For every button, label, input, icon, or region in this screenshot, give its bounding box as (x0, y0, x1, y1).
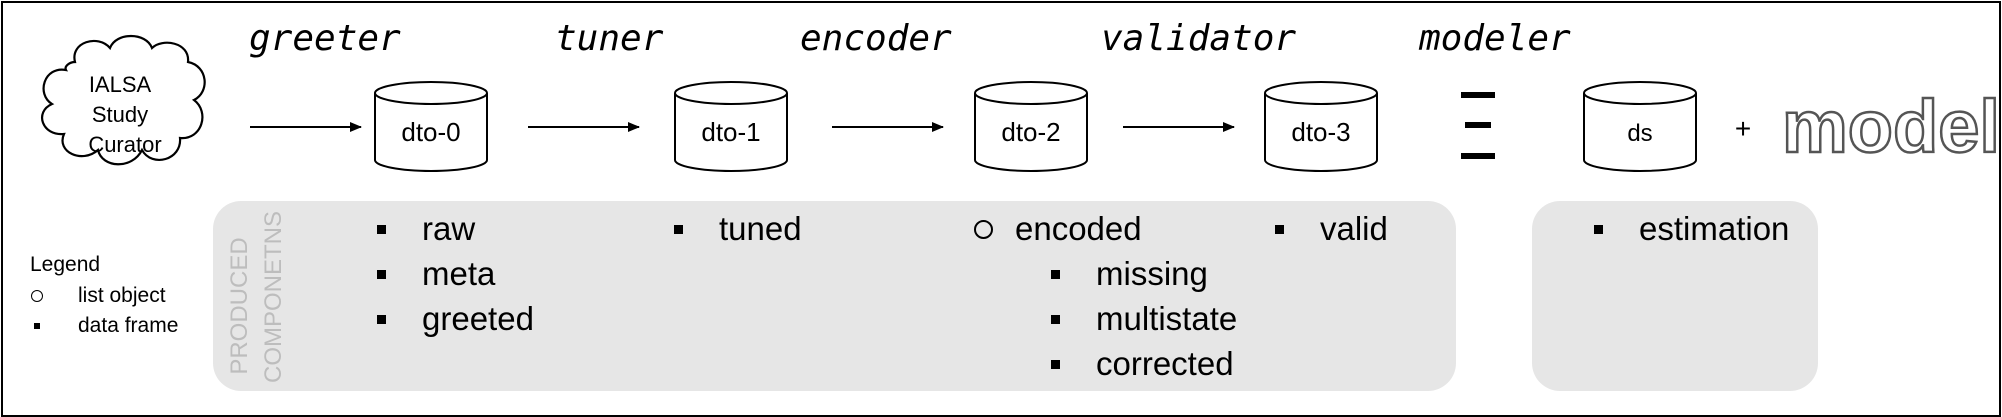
dataset-label-dto-2: dto-2 (1001, 117, 1060, 147)
cloud-shape: IALSA Study Curator (41, 35, 206, 166)
component-item: corrected (1051, 345, 1234, 383)
cloud-line-2: Study (92, 102, 148, 127)
data-frame-bullet (1275, 224, 1284, 234)
pipeline-flow: IALSA Study Curator dto-0 dto-1 dto-2 dt… (41, 35, 2001, 172)
component-item: encoded (974, 210, 1142, 248)
list-object-bullet (31, 290, 43, 302)
panel-label-line-1: PRODUCED (226, 237, 253, 375)
dataset-dto-0: dto-0 (374, 81, 488, 172)
legend-item-data-frame: data frame (31, 314, 178, 338)
data-frame-bullet (1051, 314, 1060, 324)
dataset-label-dto-1: dto-1 (701, 117, 760, 147)
dataset-label-dto-3: dto-3 (1291, 117, 1350, 147)
model-label: model (1782, 85, 2000, 168)
components-panel-ds (1532, 201, 1818, 391)
dataset-dto-1: dto-1 (674, 81, 788, 172)
dataset-ds: ds (1583, 81, 1697, 172)
list-object-bullet (974, 219, 993, 239)
cloud-line-3: Curator (88, 132, 161, 157)
stage-tuner: tuner (555, 18, 664, 59)
data-frame-bullet (1051, 359, 1060, 369)
components-panel-dto (213, 201, 1456, 391)
panel-label-line-2: COMPONETNS (260, 210, 287, 383)
dataset-dto-3: dto-3 (1264, 81, 1378, 172)
stage-encoder: encoder (800, 18, 952, 59)
stage-validator: validator (1101, 18, 1297, 59)
data-frame-bullet (674, 224, 683, 234)
component-item: greeted (377, 300, 534, 338)
component-item: valid (1275, 210, 1388, 248)
component-item: estimation (1594, 210, 1789, 248)
data-frame-bullet (1051, 269, 1060, 279)
dataset-label-ds: ds (1627, 120, 1652, 147)
legend-title: Legend (30, 253, 101, 276)
component-item: missing (1051, 255, 1208, 293)
dataset-dto-2: dto-2 (974, 81, 1088, 172)
dataset-label-dto-0: dto-0 (401, 117, 460, 147)
data-frame-bullet (34, 323, 40, 329)
cloud-line-1: IALSA (89, 72, 152, 97)
component-item: raw (377, 210, 475, 248)
data-frame-bullet (377, 314, 386, 324)
data-frame-bullet (1594, 224, 1603, 234)
legend-item-list-object: list object (31, 284, 166, 308)
panel-label: PRODUCED COMPONETNS (223, 210, 291, 383)
data-frame-bullet (377, 224, 386, 234)
component-item: meta (377, 255, 495, 293)
equivalence-symbol (1461, 92, 1495, 159)
stage-modeler: modeler (1419, 18, 1571, 59)
plus-sign: + (1735, 113, 1751, 144)
data-frame-bullet (377, 269, 386, 279)
component-item: multistate (1051, 300, 1237, 338)
component-item: tuned (674, 210, 802, 248)
stage-greeter: greeter (249, 18, 401, 59)
